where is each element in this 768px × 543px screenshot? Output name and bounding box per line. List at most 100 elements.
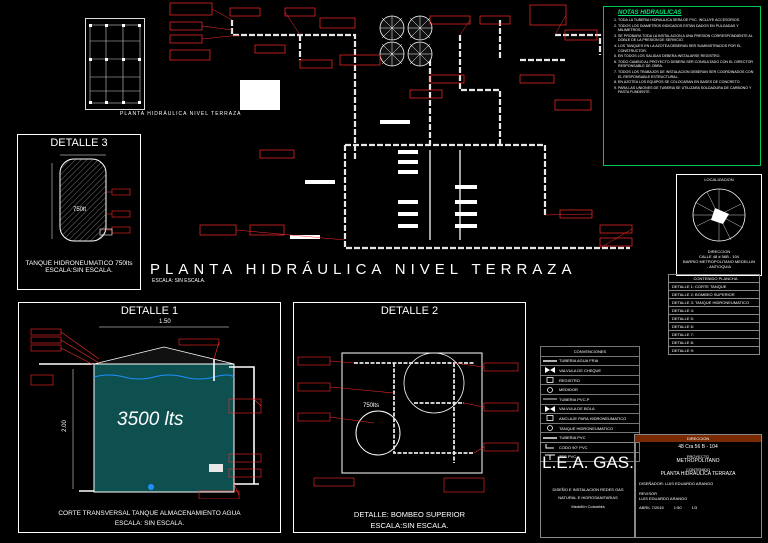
detail-2-caption-1: DETALLE: BOMBEO SUPERIOR (353, 510, 466, 519)
notes-list: TODA LA TUBERIA HIDRAULICA SERA DE PVC. … (604, 18, 760, 95)
note-item: TODOS LOS TRABAJOS DE INSTALACION DEBERA… (618, 70, 756, 79)
company-name: L.E.A. GAS. (542, 453, 634, 472)
circle-icon (541, 386, 559, 393)
legend-label: VALVULA DE BOLA (559, 406, 595, 412)
legend-label: VALVULA DE CHEQUE (559, 367, 602, 373)
note-item: PARA LAS UNIONES DE TUBERIA SE UTILIZARA… (618, 86, 756, 95)
escala: 1:50 (673, 505, 682, 510)
detail-2-tank-label: 750lts (363, 403, 380, 409)
contenido-value: PLANTA HIDRAULICA TERRAZA (660, 471, 736, 477)
note-item: EN AZOTEA LOS EQUIPOS SE COLOCARAN EN BA… (618, 80, 756, 85)
legend-label: TEE PVC (559, 454, 577, 460)
fecha: ABRIL 7/2015 (639, 505, 664, 510)
box-icon (541, 415, 559, 422)
mini-plan-title: PLANTA HIDRÁULICA NIVEL TERRAZA (120, 111, 242, 117)
location-district: BARRIO METROPOLITANO MEDELLIN - ANTIOQUI… (683, 259, 755, 269)
main-scale: ESCALA: SIN ESCALA. (152, 278, 206, 284)
legend-row: TUBERIA AGUA FRIA (540, 356, 640, 367)
detail-2-title: DETALLE 2 (380, 305, 439, 317)
legend-row: VALVULA DE BOLA (540, 404, 640, 415)
legend-row: REGISTRO (540, 375, 640, 386)
legend-label: ANCLAJE PARA HIDRONEUMATICO (559, 415, 627, 421)
pipe-line-icon (541, 435, 559, 441)
sheet-list-item: DETALLE 1: CORTE TANQUE (668, 283, 760, 291)
detail-3-drawing (51, 154, 131, 242)
sheet-list-item: DETALLE 6: (668, 323, 760, 331)
company-sub-2: NATURAL E HIDROSANITARIAS (558, 495, 618, 500)
location-address-label: DIRECCION (707, 249, 731, 254)
tee-icon (541, 454, 559, 460)
circle-icon (541, 425, 559, 431)
detail-1-caption-1: CORTE TRANSVERSAL TANQUE ALMACENAMIENTO … (58, 510, 241, 517)
mini-plan-grid (89, 24, 141, 104)
detail-3-frame: DETALLE 3 750lt TANQUE HIDRONEUMATICO 75… (17, 134, 141, 290)
direccion-value: 48 Cra 56 B - 104 (678, 444, 718, 450)
notes-title: NOTAS HIDRAULICAS (618, 10, 682, 16)
detail-1-capacity: 3500 lts (117, 409, 184, 431)
company-sub-3: Medellín Colombia (571, 504, 605, 509)
pipe-line-icon (541, 358, 559, 364)
sheet-list-item: DETALLE 4: (668, 307, 760, 315)
note-item: EN TODOS LOS SALIDAS DEBERA INSTALARSE R… (618, 54, 756, 59)
legend-row: ANCLAJE PARA HIDRONEUMATICO (540, 414, 640, 424)
detail-2-caption-2: ESCALA:SIN ESCALA. (370, 521, 449, 530)
legend-label: REGISTRO (559, 377, 580, 383)
disenador: DISEÑADOR: LUIS EDUARDO ARANGO (639, 481, 714, 486)
proyecto-label: PROYECTO (686, 454, 710, 459)
proyecto-value: METROPOLITANO (676, 458, 720, 464)
sheet-list-header: CONTENIDO PLANCHA (668, 274, 760, 283)
legend-row: MEDIDOR (540, 385, 640, 395)
valve-icon (541, 367, 559, 374)
revisor-label: REVISOR (639, 491, 658, 496)
valve-icon (541, 405, 559, 412)
pipe-network (169, 2, 633, 250)
sheet-list-item: DETALLE 3: TANQUE HIDRONEUMATICO (668, 299, 760, 307)
revisor-name: LUIS EDUARDO ARANGO (639, 496, 688, 501)
title-block-footer: ABRIL 7/2015 1:50 1/3 (635, 505, 761, 510)
location-address: CALLE 48 # 56B - 104 (698, 254, 740, 259)
company-sub-1: DISEÑO E INSTALACION REDES GAS (552, 487, 624, 492)
note-item: TODOS LOS DIAMETROS INDICADOS ESTAN DADO… (618, 24, 756, 33)
mini-plan (85, 18, 145, 110)
elbow-icon (541, 444, 559, 450)
legend-label: TANQUE HIDRONEUMATICO (559, 425, 614, 431)
legend-label: TUBERIA PVC (559, 435, 586, 441)
detail-3-tank-label: 750lt (73, 207, 87, 213)
legend-label: CODO 90° PVC (559, 444, 588, 450)
location-title: LOCALIZACION (704, 177, 734, 182)
legend-row: TANQUE HIDRONEUMATICO (540, 423, 640, 434)
sheet-list-item: DETALLE 8: (668, 339, 760, 347)
direccion-label: DIRECCION (635, 435, 761, 442)
sheet-list-item: DETALLE 2: BOMBEO SUPERIOR (668, 291, 760, 299)
sheet-list-item: DETALLE 5: (668, 315, 760, 323)
detail-1-frame: DETALLE 1 1.50 2.00 3500 lts CORTE TRANS… (18, 302, 281, 533)
detail-2-drawing (297, 352, 519, 493)
main-title: PLANTA HIDRÁULICA NIVEL TERRAZA (150, 261, 577, 278)
sheet-list: CONTENIDO PLANCHA DETALLE 1: CORTE TANQU… (668, 274, 760, 355)
detail-1-title: DETALLE 1 (120, 305, 179, 317)
legend-label: MEDIDOR (559, 387, 578, 393)
detail-1-caption-2: ESCALA: SIN ESCALA. (114, 520, 185, 527)
legend-header: CONVENCIONES (540, 346, 640, 357)
detail-3-title: DETALLE 3 (50, 137, 108, 149)
legend-header-text: CONVENCIONES (573, 348, 607, 354)
notes-panel: NOTAS HIDRAULICAS TODA LA TUBERIA HIDRAU… (603, 6, 761, 166)
pipe-line-icon (541, 396, 559, 402)
note-item: LOS TANQUES EN LA AZOTEA DEBERAN SER SUM… (618, 44, 756, 53)
note-item: TODA LA TUBERIA HIDRAULICA SERA DE PVC. … (618, 18, 756, 23)
note-item: SE PROBARA TODA LA INSTALACION A UNA PRE… (618, 34, 756, 43)
detail-3-caption-1: TANQUE HIDRONEUMATICO 750lts (25, 260, 133, 267)
sheet-list-item: DETALLE 9: (668, 347, 760, 355)
legend-label: TUBERIA PVC-P (559, 396, 590, 402)
note-item: TODO CAMBIO AL PROYECTO DEBERA SER CONSU… (618, 60, 756, 69)
title-block-right: DIRECCION 48 Cra 56 B - 104 PROYECTO MET… (634, 434, 762, 538)
detail-2-frame: DETALLE 2 750lts DETALLE: BOMBEO SUPERIO… (293, 302, 526, 533)
contenido-label: CONTENIDO (686, 467, 710, 472)
title-block-left: L.E.A. GAS. DISEÑO E INSTALACION REDES G… (540, 442, 636, 538)
location-box: LOCALIZACION DIRECCION CALLE 48 # 56B - … (676, 174, 762, 276)
box-icon (541, 377, 559, 383)
detail-1-width-dim: 1.50 (159, 319, 171, 325)
detail-1-height-dim: 2.00 (61, 420, 68, 432)
legend-row: TUBERIA PVC-P (540, 394, 640, 405)
location-map (692, 188, 746, 242)
